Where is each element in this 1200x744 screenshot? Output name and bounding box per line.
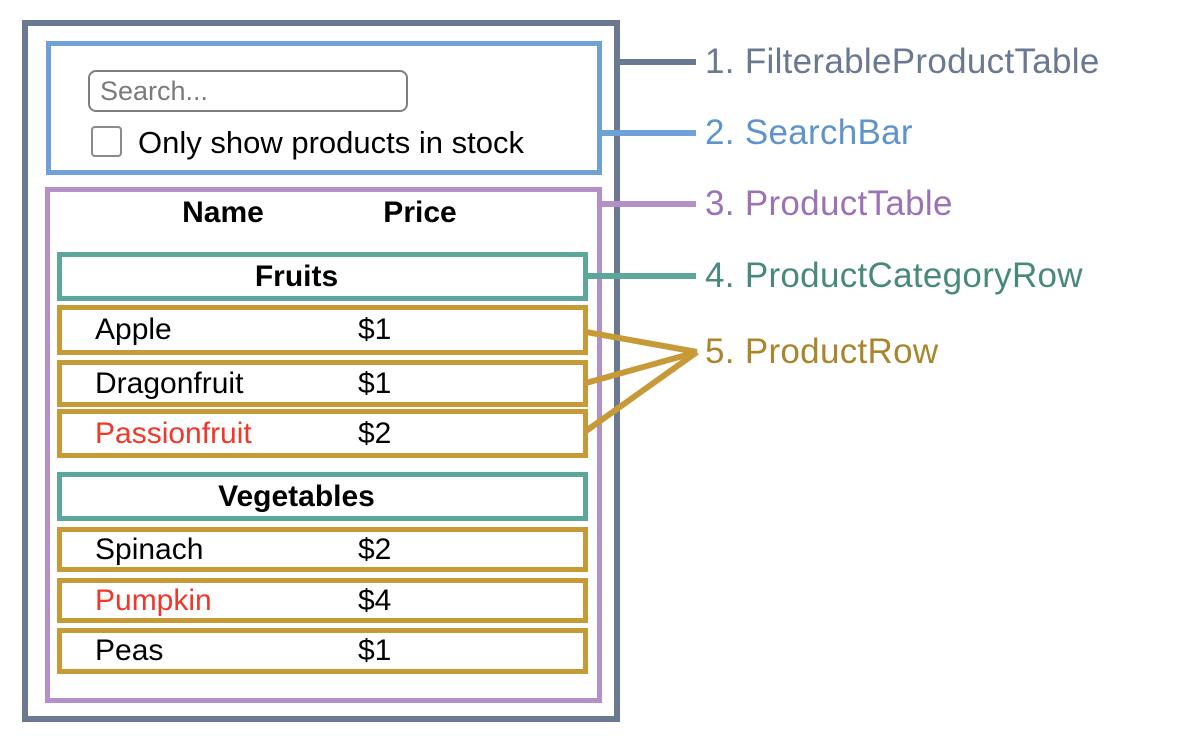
- legend-item-filterable-product-table: 1. FilterableProductTable: [705, 42, 1100, 81]
- category-row-fruits: Fruits: [57, 252, 588, 301]
- legend-item-product-category-row: 4. ProductCategoryRow: [705, 256, 1083, 295]
- product-name: Peas: [95, 634, 164, 667]
- legend-item-search-bar: 2. SearchBar: [705, 113, 913, 152]
- product-row-peas: Peas $1: [57, 628, 588, 674]
- product-name: Apple: [95, 313, 172, 346]
- legend-item-product-table: 3. ProductTable: [705, 184, 953, 223]
- category-row-vegetables: Vegetables: [57, 472, 588, 521]
- product-price: $2: [358, 532, 392, 566]
- in-stock-checkbox[interactable]: [91, 126, 122, 157]
- column-header-price: Price: [383, 196, 457, 229]
- product-row-pumpkin: Pumpkin $4: [57, 578, 588, 623]
- product-price: $4: [358, 583, 392, 617]
- product-price: $2: [358, 416, 392, 450]
- category-label: Vegetables: [218, 479, 375, 513]
- product-name-out-of-stock: Pumpkin: [95, 583, 212, 617]
- product-row-passionfruit: Passionfruit $2: [57, 409, 588, 458]
- product-price: $1: [358, 634, 392, 667]
- search-input[interactable]: [88, 70, 408, 112]
- product-table-box: [45, 187, 602, 703]
- search-bar-box: [46, 41, 602, 175]
- category-label: Fruits: [254, 259, 339, 293]
- product-price: $1: [358, 366, 392, 400]
- product-row-apple: Apple $1: [57, 305, 588, 355]
- product-name-out-of-stock: Passionfruit: [95, 416, 252, 450]
- product-price: $1: [358, 313, 392, 346]
- column-header-name: Name: [182, 196, 264, 229]
- product-name: Dragonfruit: [95, 366, 244, 400]
- product-row-dragonfruit: Dragonfruit $1: [57, 360, 588, 407]
- legend-item-product-row: 5. ProductRow: [705, 332, 939, 371]
- in-stock-checkbox-label: Only show products in stock: [138, 125, 524, 160]
- product-row-spinach: Spinach $2: [57, 527, 588, 572]
- product-name: Spinach: [95, 532, 204, 566]
